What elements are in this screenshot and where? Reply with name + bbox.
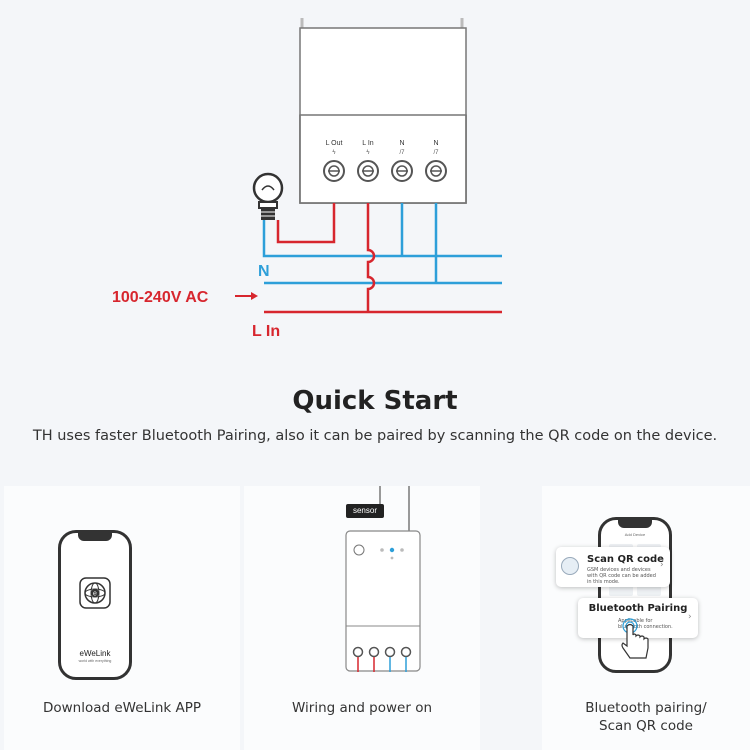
scan-qr-popup[interactable]: Scan QR code GSM devices and devices wit…: [556, 547, 670, 587]
page-subtitle: TH uses faster Bluetooth Pairing, also i…: [32, 428, 718, 444]
phone-notch: [618, 520, 652, 528]
ewelink-logo-icon: e: [79, 577, 111, 609]
sensor-tag: sensor: [346, 504, 384, 518]
qr-scan-icon: [561, 557, 579, 575]
arrow-right-icon: [235, 292, 258, 300]
app-tagline: world with everything: [78, 659, 112, 663]
terminal-label-n2: N: [433, 140, 438, 147]
page-title: Quick Start: [292, 386, 458, 416]
scan-qr-description: GSM devices and devices with QR code can…: [587, 567, 656, 585]
phone-mockup: e eWeLink world with everything: [58, 530, 132, 680]
screen-header: Add Device: [624, 532, 646, 537]
terminal-label-l-out: L Out: [326, 140, 343, 147]
wire-bulb-neutral: [262, 220, 502, 258]
terminal-screw-3: [391, 160, 413, 182]
n-label: N: [258, 263, 270, 280]
bolt-icon: ϟ: [366, 150, 370, 156]
chevron-right-icon: ›: [660, 560, 664, 570]
bolt-icon: ϟ: [332, 150, 336, 156]
neutral-icon: /7: [433, 150, 439, 156]
step-caption-pairing-line1: Bluetooth pairing/: [585, 700, 707, 716]
bluetooth-pairing-title: Bluetooth Pairing: [588, 603, 688, 614]
wiring-diagram: L Out L In N N ϟ ϟ /7 /7: [112, 18, 502, 340]
step-caption-wiring: Wiring and power on: [291, 700, 433, 716]
step-caption-pairing-line2: Scan QR code: [599, 718, 693, 734]
terminal-label-l-in: L In: [362, 140, 374, 147]
app-name: eWeLink: [79, 649, 111, 658]
step-card-wiring: sensor Wiring and power on: [244, 486, 480, 750]
tap-hand-icon: [621, 618, 649, 659]
neutral-icon: /7: [399, 150, 405, 156]
device-illustration: [345, 486, 421, 672]
wire-l-out: [276, 203, 336, 244]
sensor-tag-label: sensor: [352, 506, 377, 515]
phone-notch: [78, 533, 112, 541]
l-in-label: L In: [252, 323, 280, 340]
wire-l-in: [366, 203, 376, 312]
chevron-right-icon: ›: [688, 612, 692, 622]
terminal-label-n1: N: [399, 140, 404, 147]
scan-qr-title: Scan QR code: [587, 554, 664, 565]
svg-text:e: e: [93, 591, 97, 598]
step-card-pairing: Add Device Scan QR code GSM devices and …: [542, 486, 750, 750]
terminal-block: [299, 114, 467, 204]
terminal-screw-1: [323, 160, 345, 182]
step-caption-download: Download eWeLink APP: [42, 700, 202, 716]
step-card-download: e eWeLink world with everything Download…: [4, 486, 240, 750]
terminal-screw-4: [425, 160, 447, 182]
voltage-label: 100-240V AC: [112, 289, 209, 306]
terminal-screw-2: [357, 160, 379, 182]
light-bulb-icon: [252, 172, 284, 220]
